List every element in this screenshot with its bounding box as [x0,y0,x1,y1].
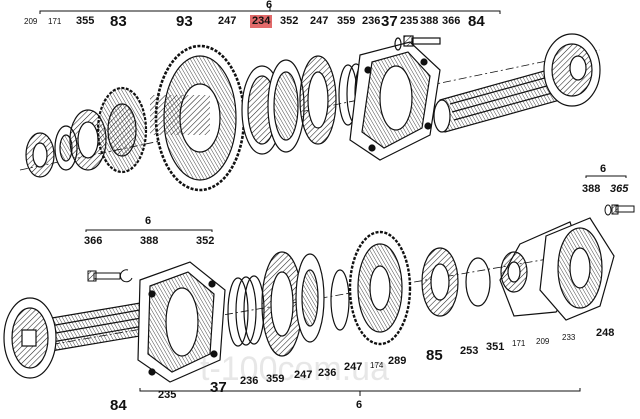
label-lower-part-359: 359 [266,373,285,385]
part-209-nut [25,132,55,178]
label-upper-group: 6 [266,0,273,11]
label-lower-part-248: 248 [596,327,615,339]
part-37-housing [349,41,441,161]
part-247-234-rings [241,59,305,155]
label-part-83: 83 [110,13,127,30]
label-lower-part-233: 233 [562,333,576,342]
part-85-gear [348,230,412,346]
label-part-388: 388 [420,15,439,27]
part-233-gasket [499,221,587,317]
part-93-gear [150,44,246,192]
label-lower-part-171: 171 [512,339,526,348]
upper-right-callout [585,175,635,216]
label-part-352: 352 [280,15,299,27]
label-lower-part-351: 351 [486,341,505,353]
lower-left-callout [85,229,213,283]
part-84-shaft-lower [3,297,176,379]
label-part-84: 84 [468,13,485,30]
label-callout-left-388: 388 [140,235,159,247]
part-248-cover [539,217,615,321]
label-part-366: 366 [442,15,461,27]
part-37-housing-lower [137,261,226,383]
part-352-bearing [299,55,337,145]
label-lower-group: 6 [356,399,363,411]
label-part-235: 235 [400,15,419,27]
label-part-93: 93 [176,13,193,30]
part-209-nut-lower [500,251,528,293]
label-lower-part-236-b: 236 [318,367,337,379]
label-part-37: 37 [381,13,398,30]
label-callout-left-366: 366 [84,235,103,247]
part-366-bolt [403,35,441,47]
label-part-236: 236 [362,15,381,27]
part-351-washer [465,257,491,307]
upper-assembly [19,33,601,192]
lower-assembly [3,217,615,383]
part-388-washer [394,37,402,51]
label-lower-part-247-a: 247 [294,369,313,381]
label-lower-part-37: 37 [210,379,227,396]
label-part-234-highlight: 234 [250,15,273,28]
part-84-shaft [433,33,601,133]
label-callout-left-group: 6 [145,215,152,227]
part-83-gear [96,86,148,174]
label-callout-right-group: 6 [600,163,607,175]
part-253-bearing [421,247,459,317]
part-247-bearing-lower [261,251,325,357]
label-lower-part-85: 85 [426,347,443,364]
label-part-247-b: 247 [310,15,329,27]
label-part-247-a: 247 [218,15,237,27]
label-part-355: 355 [76,15,95,27]
label-part-359: 359 [337,15,356,27]
label-lower-part-247-b: 247 [344,361,363,373]
label-lower-part-289: 289 [388,355,407,367]
label-lower-part-235: 235 [158,389,177,401]
upper-group-bracket [39,6,501,14]
label-lower-part-84: 84 [110,397,127,414]
watermark: t-100com.ua [200,350,389,388]
label-lower-part-253: 253 [460,345,479,357]
label-lower-part-174: 174 [370,361,384,370]
label-part-209: 209 [24,17,38,26]
label-callout-right-365: 365 [610,183,629,195]
label-lower-part-236-a: 236 [240,375,259,387]
label-lower-part-209: 209 [536,337,550,346]
label-part-171: 171 [48,17,62,26]
part-174-ring [330,269,350,331]
lower-group-bracket [139,388,581,396]
label-callout-right-388: 388 [582,183,601,195]
label-callout-left-352: 352 [196,235,215,247]
